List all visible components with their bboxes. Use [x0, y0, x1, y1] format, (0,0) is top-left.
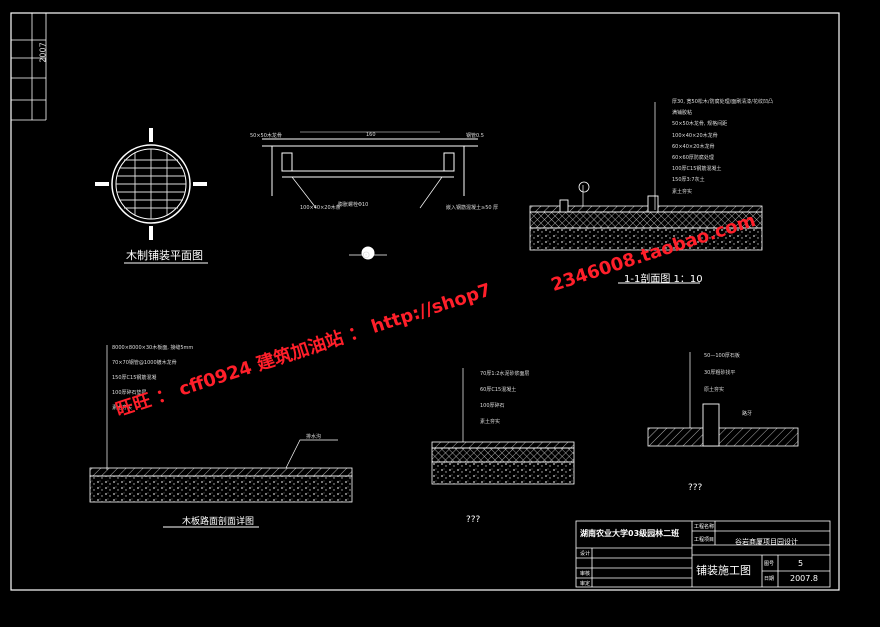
drawing-title: 铺装施工图: [696, 564, 751, 577]
middle-layer-list: 70厚1:2水泥砂浆面层 60厚C15混凝土 100厚碎石 素土夯实: [480, 366, 529, 430]
title-block: [575, 520, 831, 588]
outer-frame: [10, 12, 840, 591]
layer-label: 60×60厚防腐处理: [672, 155, 714, 162]
project-label: 工程名称: [694, 524, 715, 530]
post-label: 路牙: [742, 411, 753, 417]
side-stamp: 2007: [38, 42, 48, 63]
board-label: 160: [366, 132, 376, 138]
boardwalk-section: [89, 345, 353, 528]
layer-label: 70×70钢管@1000镀木龙骨: [112, 360, 177, 366]
layer-label: 100厚碎石垫层: [112, 390, 147, 396]
section-1-1: [529, 102, 763, 284]
tb-row-label: 审定: [580, 581, 591, 587]
section-1-1-layer-list: 厚30, 宽50松木/防腐处理/面刷清漆/花纹凹凸 满铺胶粘 50×50木龙骨,…: [672, 97, 773, 198]
boardwalk-layer-list: 8000×8000×30木板面, 接缝5mm 70×70钢管@1000镀木龙骨 …: [112, 341, 193, 416]
layer-label: 60×40×20木龙骨: [672, 143, 715, 150]
layer-label: 8000×8000×30木板面, 接缝5mm: [112, 345, 194, 351]
layer-label: 100×40×20木龙骨: [672, 132, 718, 139]
drawing-number: 5: [798, 559, 804, 568]
sub-label: 工程项目: [694, 537, 715, 543]
layer-label: 素土夯实: [112, 405, 133, 411]
layer-label: 30厚粗砂找平: [704, 370, 736, 376]
layer-label: 150厚3:7灰土: [672, 177, 705, 184]
layer-label: 50—100厚石板: [704, 353, 740, 359]
layer-label: 50×50木龙骨, 规格间距: [672, 121, 728, 128]
round-plan-caption: 木制铺装平面图: [126, 249, 203, 262]
board-label: 100×40×20木条: [300, 205, 341, 211]
project-name: 谷岩商厦项目园设计: [735, 538, 798, 546]
board-label: 嵌入钢筋混凝土≥50 厚: [446, 205, 499, 211]
round-deck-plan: [95, 128, 208, 264]
number-label: 图号: [764, 561, 775, 567]
boardwalk-caption: 木板路面剖面详图: [182, 517, 255, 527]
middle-section-caption: ???: [466, 515, 481, 525]
layer-label: 100厚碎石: [480, 403, 505, 409]
side-stamp-strip: [11, 13, 47, 121]
marker-symbol: ⊙: [362, 250, 371, 261]
board-label: 膨胀螺栓Φ10: [338, 202, 369, 208]
middle-section: [431, 368, 575, 485]
board-label: 50×50木龙骨: [250, 133, 282, 139]
board-section: [262, 131, 478, 260]
right-section: [647, 352, 799, 447]
school-name: 湖南农业大学03级园林二班: [580, 529, 680, 538]
layer-label: 100厚C15钢筋混凝土: [672, 166, 722, 173]
date-label: 日期: [764, 576, 775, 582]
right-section-caption: ???: [688, 483, 703, 493]
board-label: 钢管0.5: [466, 133, 484, 139]
tb-row-label: 设计: [580, 551, 591, 557]
section-1-1-caption: 1-1剖面图 1：10: [624, 274, 703, 285]
layer-label: 素土夯实: [480, 419, 501, 425]
layer-label: 150厚C15钢筋混凝: [112, 375, 157, 381]
tb-row-label: 审核: [580, 571, 591, 577]
layer-label: 满铺胶粘: [672, 110, 693, 117]
layer-label: 60厚C15混凝土: [480, 387, 517, 393]
layer-label: 厚30, 宽50松木/防腐处理/面刷清漆/花纹凹凸: [672, 99, 773, 105]
drawing-date: 2007.8: [790, 574, 818, 583]
layer-label: 原土夯实: [704, 387, 725, 393]
right-layer-list: 50—100厚石板 30厚粗砂找平 原土夯实: [704, 348, 740, 399]
drain-label: 排水沟: [306, 434, 322, 440]
layer-label: 素土夯实: [672, 188, 693, 195]
layer-label: 70厚1:2水泥砂浆面层: [480, 371, 530, 377]
